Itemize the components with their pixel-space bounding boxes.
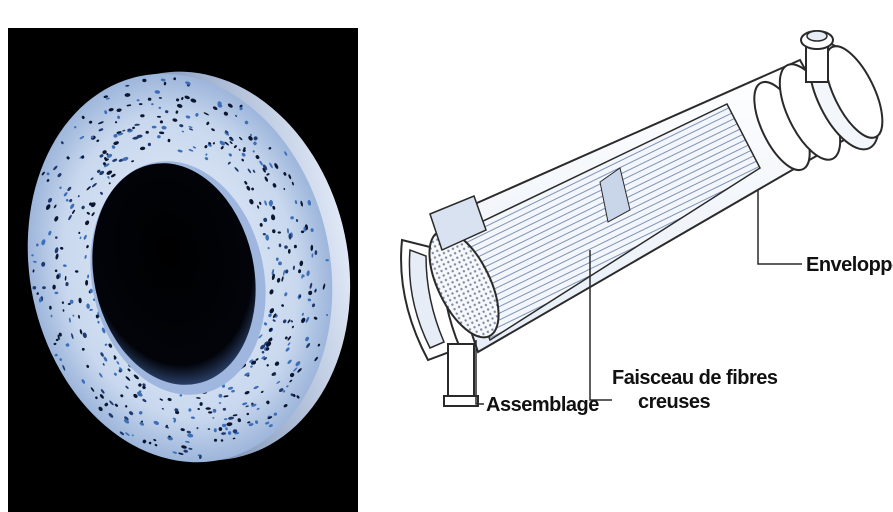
pore [214, 439, 217, 442]
pore [208, 411, 212, 413]
module-cutaway-illustration: Enveloppe Faisceau de fibres creuses Ass… [382, 0, 893, 470]
fiber-ring-illustration [8, 28, 358, 512]
pore [214, 428, 217, 432]
bundle-label-line2: creuses [638, 391, 710, 413]
top-outlet-port [801, 31, 833, 82]
bottom-port [444, 344, 478, 406]
envelope-leader-line [758, 190, 802, 264]
assembly-label: Assemblage [486, 394, 599, 416]
pore [55, 292, 59, 295]
envelope-label: Enveloppe [806, 254, 893, 276]
hollow-fiber-module-diagram: Enveloppe Faisceau de fibres creuses Ass… [382, 0, 893, 470]
bundle-label-line1: Faisceau de fibres [612, 367, 778, 389]
hollow-fiber-cross-section-photo [8, 28, 358, 512]
